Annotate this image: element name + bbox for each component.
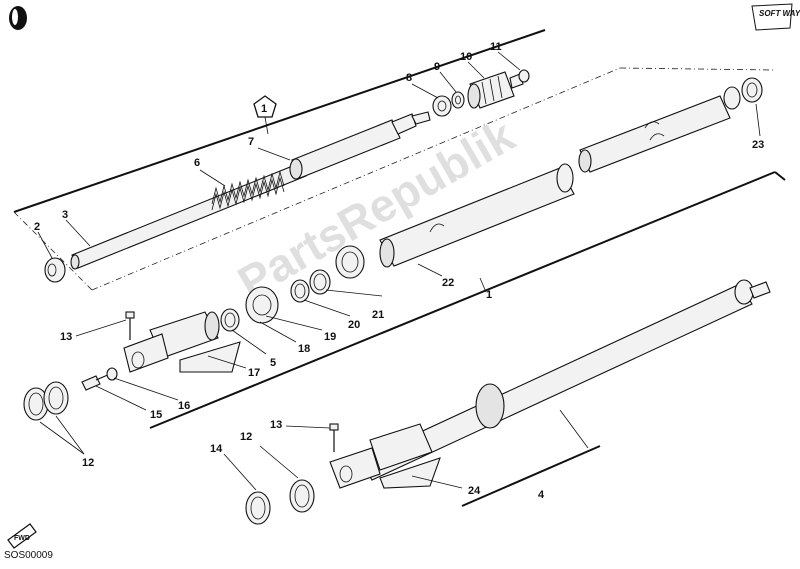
callout-11: 11 — [490, 41, 502, 53]
callout-17: 17 — [248, 367, 260, 379]
part-2-bushing — [44, 257, 66, 283]
part-10-adjuster — [467, 71, 524, 109]
part-5-washer — [220, 308, 240, 332]
part-13-bolt-upper — [125, 311, 135, 340]
part-9-washer — [451, 91, 465, 109]
part-16-washer — [106, 367, 118, 381]
callout-12-left: 12 — [82, 457, 94, 469]
callout-8: 8 — [406, 72, 412, 84]
callout-23: 23 — [752, 139, 764, 151]
lower-group-boundary — [461, 445, 601, 507]
callout-12-lower: 12 — [240, 431, 252, 443]
callout-18: 18 — [298, 343, 310, 355]
callout-4: 4 — [538, 489, 545, 501]
callout-14: 14 — [210, 443, 223, 455]
softway-logo: SOFT WAY — [751, 3, 800, 31]
part-8-nut — [432, 95, 452, 117]
callout-21: 21 — [372, 309, 384, 321]
middle-group-boundary — [149, 171, 786, 429]
leader-lines — [37, 51, 761, 491]
softway-logo-text: SOFT WAY — [759, 9, 800, 18]
group-marker: 1 — [253, 95, 277, 135]
callout-22: 22 — [442, 277, 454, 289]
diagram-code: SOS00009 — [4, 550, 53, 561]
callout-1: 1 — [486, 289, 492, 301]
middle-fork-tube — [379, 163, 575, 268]
callout-numbers: 1 2 3 4 5 6 7 8 9 10 11 12 12 13 13 14 1… — [34, 41, 764, 501]
callout-13-upper: 13 — [60, 331, 72, 343]
callout-15: 15 — [150, 409, 162, 421]
part-15-bolt — [81, 373, 111, 391]
callout-3: 3 — [62, 209, 68, 221]
part-13-bolt-lower — [329, 423, 339, 452]
part-6-spring — [211, 170, 285, 211]
callout-2: 2 — [34, 221, 40, 233]
part-22-sleeve — [335, 245, 365, 279]
callout-20: 20 — [348, 319, 360, 331]
callout-7: 7 — [248, 136, 254, 148]
callout-19: 19 — [324, 331, 336, 343]
group-marker-number: 1 — [261, 103, 267, 115]
callout-10: 10 — [460, 51, 472, 63]
part-19-seal — [245, 286, 279, 324]
part-21-ring — [309, 269, 331, 295]
callout-13-lower: 13 — [270, 419, 282, 431]
corner-ellipse-mark — [9, 6, 27, 30]
part-7-cylinder — [289, 111, 431, 180]
part-20-clip — [290, 279, 310, 303]
fwd-label: FWD — [14, 535, 30, 542]
part-12-clamp-lower — [289, 479, 315, 513]
callout-9: 9 — [434, 61, 440, 73]
callout-24: 24 — [468, 485, 481, 497]
lower-fork-foot — [329, 423, 441, 489]
part-11-cap — [518, 69, 530, 83]
part-23-bushing — [741, 77, 763, 103]
fwd-arrow-icon: FWD — [7, 523, 37, 549]
callout-5: 5 — [270, 357, 276, 369]
upper-group-boundary — [13, 29, 776, 291]
upper-outer-tube — [578, 86, 741, 173]
callout-6: 6 — [194, 157, 200, 169]
part-14-clamp — [245, 491, 271, 525]
callout-16: 16 — [178, 400, 190, 412]
part-12-clamps-left — [23, 381, 69, 421]
